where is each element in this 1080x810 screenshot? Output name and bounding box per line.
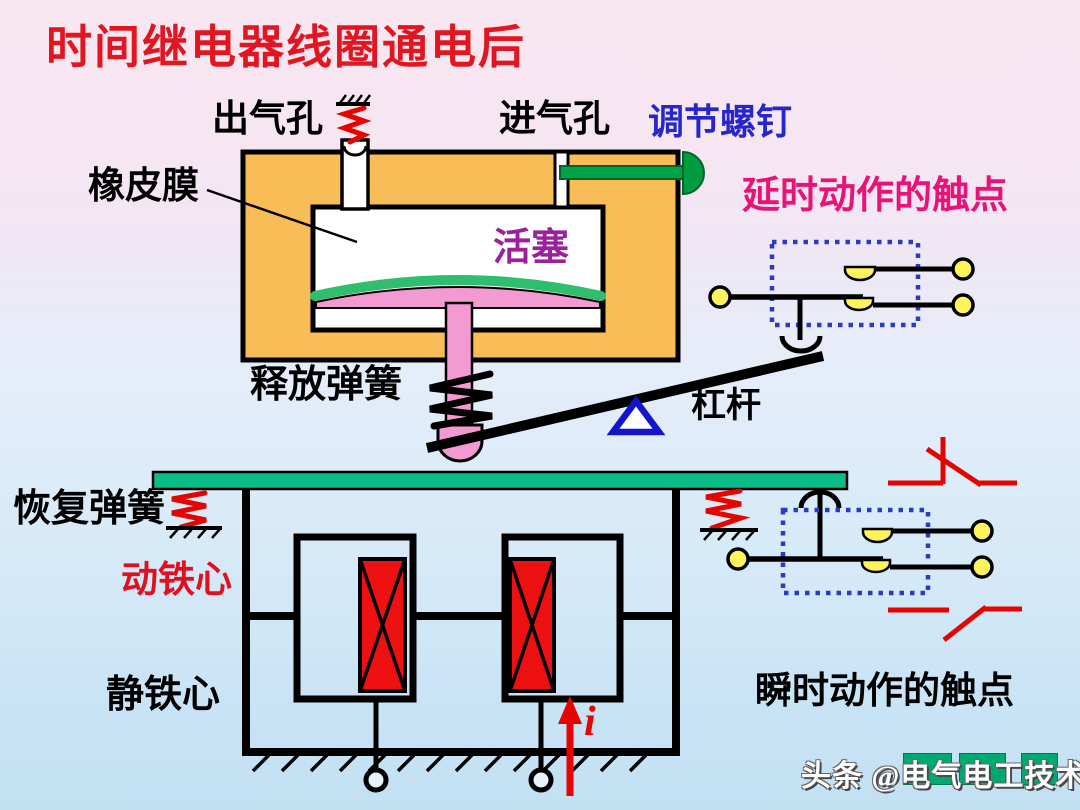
instant-contact-group (726, 489, 994, 596)
label-recovery-spring: 恢复弹簧 (13, 488, 166, 530)
label-air-outlet: 出气孔 (212, 99, 323, 140)
static-core-frame (242, 489, 680, 756)
label-lever: 杠杆 (691, 386, 762, 425)
instant-contact-dotted-box (780, 507, 931, 596)
rubber-membrane-graphic (310, 275, 606, 301)
coil-1-frame (293, 533, 417, 703)
lever-assembly (425, 351, 825, 453)
lever-bar (425, 351, 825, 453)
membrane-leader-line (206, 188, 358, 244)
label-adjusting-screw: 调节螺钉 (648, 102, 793, 142)
ground-hatching (251, 753, 648, 773)
watermark-highlight (1021, 753, 1058, 785)
actuator-hook (779, 335, 823, 354)
terminal-ring (363, 767, 389, 793)
slide-title: 时间继电器线圈通电后 (46, 21, 526, 73)
coil-2 (508, 557, 556, 693)
label-piston: 活塞 (493, 227, 570, 269)
nc-contact-symbol (888, 437, 1017, 488)
ground-hatch (339, 94, 371, 104)
membrane-and-piston (310, 275, 606, 309)
piston-body (315, 286, 601, 309)
label-instant-contacts: 瞬时动作的触点 (755, 671, 1014, 712)
release-spring-graphic (429, 370, 494, 430)
terminal-ring (528, 767, 554, 793)
label-air-inlet: 进气孔 (499, 99, 610, 140)
fulcrum-triangle (606, 395, 666, 436)
contact-pad (843, 265, 877, 282)
watermark-highlight (903, 753, 952, 785)
recovery-spring-left (166, 490, 222, 539)
recovery-spring-right (700, 488, 758, 541)
screw-head (682, 150, 705, 196)
armature-bar (151, 470, 849, 491)
terminal-dot (708, 285, 732, 309)
label-rubber-membrane: 橡皮膜 (88, 166, 199, 207)
delayed-contact-group (708, 239, 975, 354)
outlet-valve-dome (342, 145, 368, 157)
terminal-dot (726, 547, 750, 571)
armature-assembly (151, 470, 849, 541)
terminal-dot (951, 293, 975, 317)
contact-pad (860, 558, 892, 574)
terminal-dot (970, 555, 994, 579)
label-current-i: i (584, 699, 596, 745)
contact-pad (843, 296, 875, 312)
outlet-spring (335, 94, 372, 145)
watermark: 头条 @电气电工技术 (801, 760, 1080, 793)
delayed-contact-dotted-box (769, 239, 921, 328)
adjusting-screw-graphic (559, 150, 705, 196)
watermark-highlight (959, 753, 1006, 785)
current-arrow (558, 696, 582, 796)
air-outlet-tube (340, 138, 370, 211)
terminal-dot (951, 257, 975, 281)
contact-pad (861, 527, 894, 544)
coil-2-frame (501, 533, 624, 703)
electromagnet (242, 489, 680, 793)
label-release-spring: 释放弹簧 (250, 364, 403, 406)
label-delayed-contacts: 延时动作的触点 (742, 175, 1009, 217)
label-moving-iron-core: 动铁心 (121, 560, 232, 601)
coil-1 (358, 557, 407, 693)
pneumatic-chamber (206, 94, 705, 463)
coil-terminals (363, 699, 554, 793)
no-contact-symbol (888, 605, 1022, 642)
label-static-iron-core: 静铁心 (106, 674, 221, 716)
terminal-dot (970, 519, 994, 543)
